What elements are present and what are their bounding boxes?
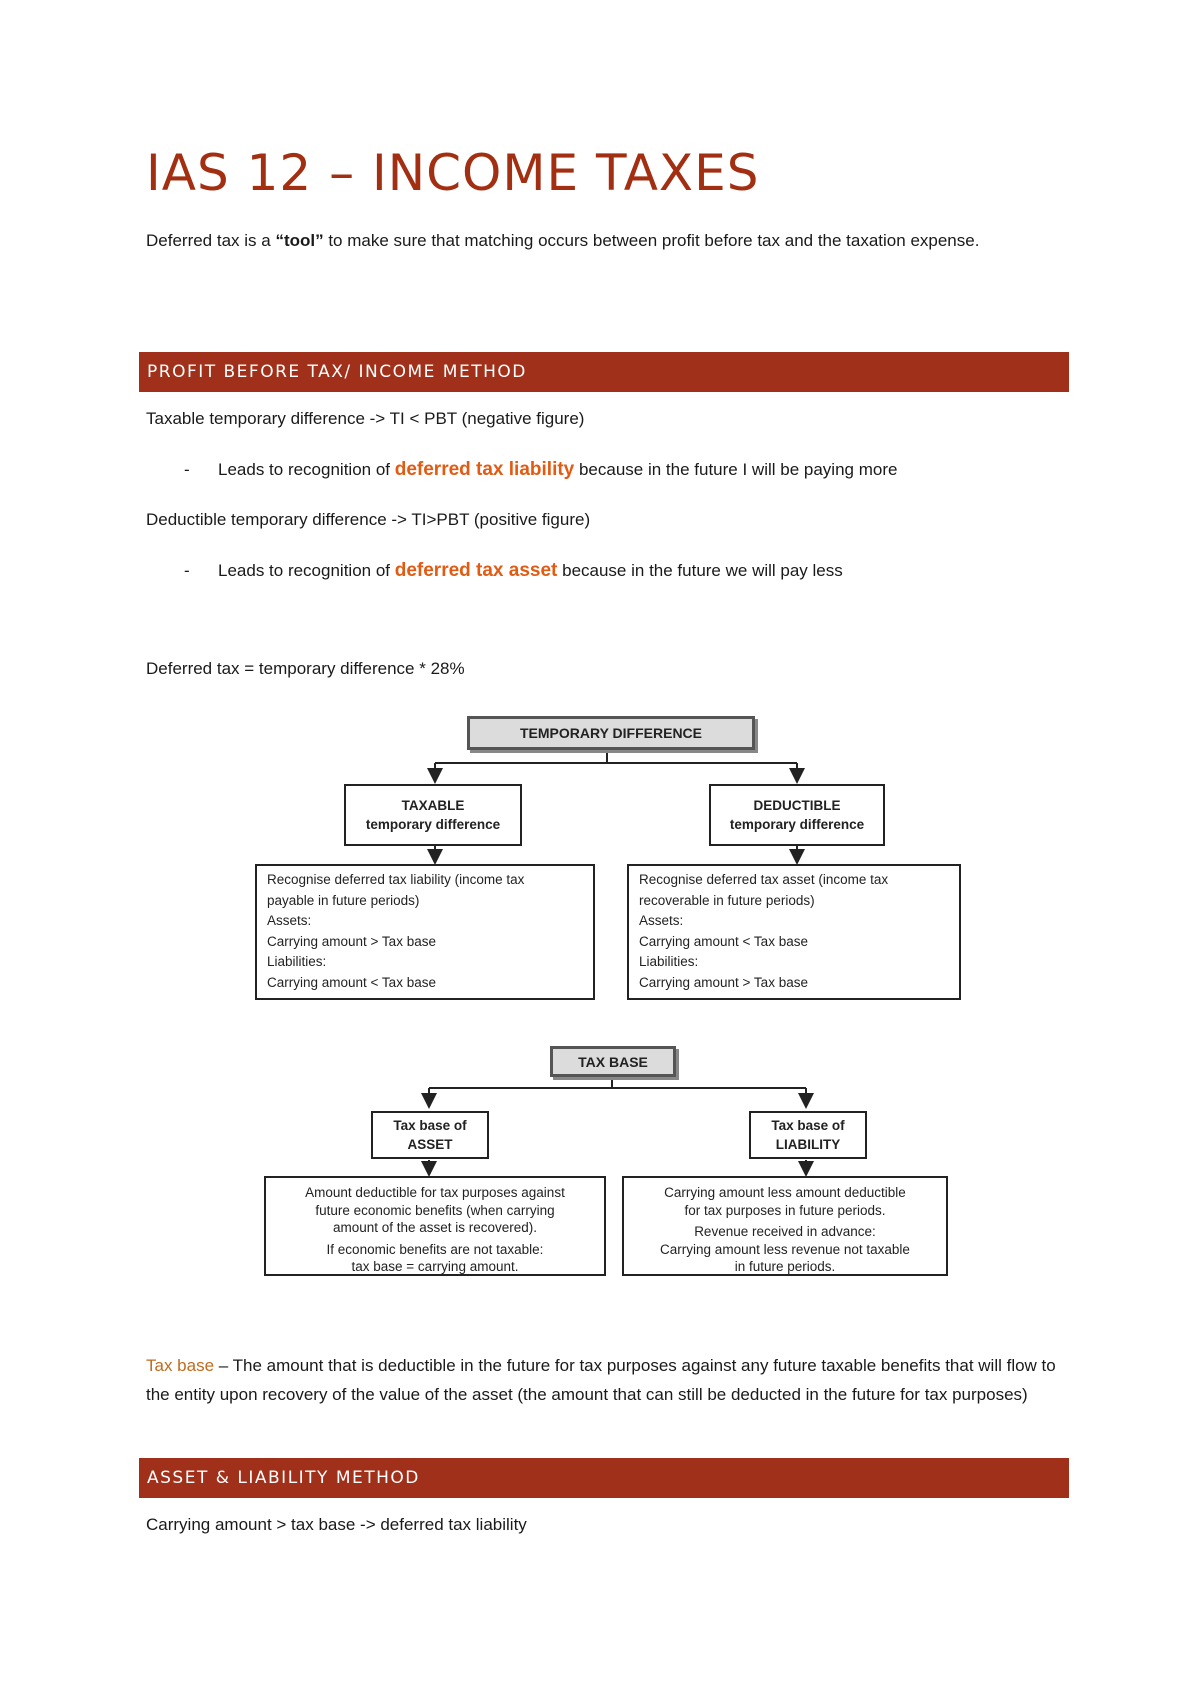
detail-line: Liabilities: bbox=[639, 954, 699, 969]
tax-base-definition-text: – The amount that is deductible in the f… bbox=[146, 1356, 1056, 1404]
temporary-difference-box: TEMPORARY DIFFERENCE bbox=[467, 716, 755, 750]
highlight-deferred-tax-liability: deferred tax liability bbox=[394, 459, 575, 480]
deductible-difference-box: DEDUCTIBLE temporary difference bbox=[709, 784, 885, 846]
bullet-text: Leads to recognition of deferred tax lia… bbox=[218, 455, 897, 484]
tax-base-asset-detail-box: Amount deductible for tax purposes again… bbox=[264, 1176, 606, 1276]
deferred-tax-liability-detail-box: Recognise deferred tax liability (income… bbox=[255, 864, 595, 1000]
detail-line: Revenue received in advance: bbox=[694, 1224, 876, 1239]
detail-line: Liabilities: bbox=[267, 954, 327, 969]
detail-line: Recognise deferred tax liability (income… bbox=[267, 872, 525, 887]
section-heading-asset-liability-method: ASSET & LIABILITY METHOD bbox=[139, 1458, 1069, 1498]
detail-line: recoverable in future periods) bbox=[639, 892, 815, 908]
section-heading-label: ASSET & LIABILITY METHOD bbox=[147, 1468, 420, 1488]
bullet-text-start: Leads to recognition of bbox=[218, 460, 395, 479]
tax-base-label: TAX BASE bbox=[578, 1053, 648, 1070]
intro-paragraph: Deferred tax is a “tool” to make sure th… bbox=[146, 226, 1076, 255]
section-heading-label: PROFIT BEFORE TAX/ INCOME METHOD bbox=[147, 362, 527, 382]
intro-text-start: Deferred tax is a bbox=[146, 231, 276, 250]
tax-base-liability-detail-box: Carrying amount less amount deductible f… bbox=[622, 1176, 948, 1276]
bullet-text: Leads to recognition of deferred tax ass… bbox=[218, 556, 843, 585]
page-title: IAS 12 – INCOME TAXES bbox=[146, 144, 760, 202]
taxable-difference-box: TAXABLE temporary difference bbox=[344, 784, 522, 846]
detail-line: Amount deductible for tax purposes again… bbox=[305, 1185, 565, 1200]
intro-text-end: to make sure that matching occurs betwee… bbox=[323, 231, 980, 250]
detail-line: amount of the asset is recovered). bbox=[332, 1220, 538, 1235]
detail-line: Carrying amount > Tax base bbox=[267, 933, 436, 949]
intro-tool-term: “tool” bbox=[275, 231, 324, 250]
tax-base-liability-title: Tax base of bbox=[771, 1118, 845, 1133]
deferred-tax-asset-detail-box: Recognise deferred tax asset (income tax… bbox=[627, 864, 961, 1000]
detail-line: Carrying amount less revenue not taxable bbox=[660, 1241, 910, 1257]
section-heading-income-method: PROFIT BEFORE TAX/ INCOME METHOD bbox=[139, 352, 1069, 392]
deductible-title: DEDUCTIBLE bbox=[753, 798, 841, 813]
detail-line: Assets: bbox=[639, 913, 684, 928]
tax-base-liability-subtitle: LIABILITY bbox=[775, 1137, 841, 1152]
deductible-difference-line: Deductible temporary difference -> TI>PB… bbox=[146, 510, 591, 529]
highlight-deferred-tax-asset: deferred tax asset bbox=[394, 560, 558, 581]
deductible-subtitle: temporary difference bbox=[729, 817, 865, 832]
bullet-text-start: Leads to recognition of bbox=[218, 561, 395, 580]
tax-base-liability-box: Tax base of LIABILITY bbox=[749, 1111, 867, 1159]
temporary-difference-label: TEMPORARY DIFFERENCE bbox=[519, 725, 702, 741]
detail-line: If economic benefits are not taxable: bbox=[326, 1241, 544, 1257]
tax-base-asset-title: Tax base of bbox=[393, 1118, 467, 1133]
tax-base-definition: Tax base – The amount that is deductible… bbox=[146, 1351, 1076, 1409]
tax-base-box: TAX BASE bbox=[550, 1046, 676, 1077]
detail-line: in future periods. bbox=[734, 1259, 836, 1274]
carrying-amount-line: Carrying amount > tax base -> deferred t… bbox=[146, 1515, 527, 1534]
taxable-title: TAXABLE bbox=[401, 798, 465, 813]
bullet-dash: - bbox=[184, 460, 190, 479]
deferred-tax-formula: Deferred tax = temporary difference * 28… bbox=[146, 659, 465, 678]
detail-line: Carrying amount less amount deductible bbox=[664, 1185, 906, 1200]
taxable-difference-line: Taxable temporary difference -> TI < PBT… bbox=[146, 409, 585, 428]
detail-line: Recognise deferred tax asset (income tax bbox=[639, 872, 889, 887]
detail-line: tax base = carrying amount. bbox=[351, 1259, 519, 1274]
taxable-subtitle: temporary difference bbox=[365, 817, 501, 832]
detail-line: future economic benefits (when carrying bbox=[315, 1202, 555, 1218]
detail-line: Carrying amount < Tax base bbox=[639, 933, 808, 949]
tax-base-asset-box: Tax base of ASSET bbox=[371, 1111, 489, 1159]
detail-line: Carrying amount < Tax base bbox=[267, 974, 436, 990]
detail-line: payable in future periods) bbox=[267, 892, 420, 908]
bullet-text-end: because in the future I will be paying m… bbox=[574, 460, 898, 479]
bullet-dash: - bbox=[184, 561, 190, 580]
detail-line: for tax purposes in future periods. bbox=[684, 1202, 886, 1218]
tax-base-asset-subtitle: ASSET bbox=[407, 1137, 453, 1152]
detail-line: Carrying amount > Tax base bbox=[639, 974, 808, 990]
detail-line: Assets: bbox=[267, 913, 312, 928]
tax-base-term: Tax base bbox=[146, 1356, 215, 1375]
bullet-text-end: because in the future we will pay less bbox=[557, 561, 843, 580]
